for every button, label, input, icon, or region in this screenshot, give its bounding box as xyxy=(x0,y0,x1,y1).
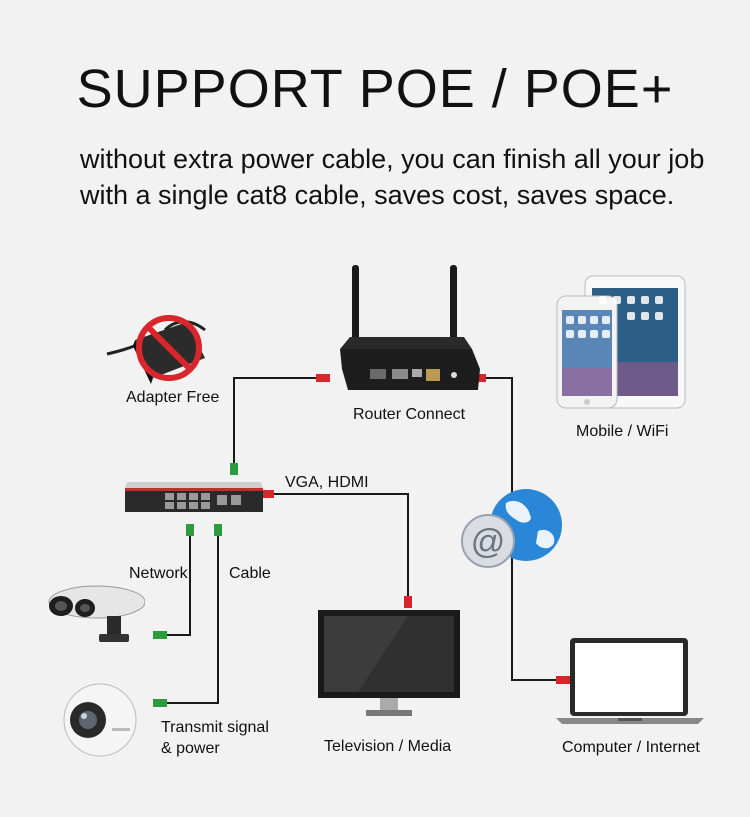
poe-switch-icon xyxy=(125,482,263,512)
label-computer-internet: Computer / Internet xyxy=(562,739,700,756)
subtitle-line-1: without extra power cable, you can finis… xyxy=(80,144,705,174)
green-plug xyxy=(186,524,194,536)
360-camera-icon xyxy=(63,683,137,757)
green-plug xyxy=(153,699,167,707)
label-transmit-signal: Transmit signal xyxy=(161,719,269,736)
router-icon xyxy=(340,265,480,390)
wire-360-camera xyxy=(165,528,219,704)
page-title: SUPPORT POE / POE+ xyxy=(76,59,674,119)
wire-switch-router xyxy=(233,377,320,470)
label-vga-hdmi: VGA, HDMI xyxy=(285,474,369,491)
laptop-icon xyxy=(556,638,704,724)
internet-globe-icon: @ xyxy=(461,489,562,568)
adapter-crossed-icon xyxy=(106,315,206,384)
label-cable: Cable xyxy=(229,565,271,582)
red-plug xyxy=(404,596,412,608)
mobile-devices-icon xyxy=(556,275,686,409)
label-router-connect: Router Connect xyxy=(353,406,466,423)
label-adapter-free: Adapter Free xyxy=(126,389,220,406)
red-plug xyxy=(260,490,274,498)
label-and-power: & power xyxy=(161,740,220,757)
green-plug xyxy=(214,524,222,536)
svg-text:@: @ xyxy=(471,523,506,561)
television-icon xyxy=(318,610,460,716)
red-plug xyxy=(316,374,330,382)
red-plug xyxy=(556,676,570,684)
wire-switch-tv xyxy=(268,493,409,598)
subtitle-line-2: with a single cat8 cable, saves cost, sa… xyxy=(80,180,675,210)
label-television-media: Television / Media xyxy=(324,738,452,755)
label-network: Network xyxy=(129,565,188,582)
wire-network-camera xyxy=(165,528,191,636)
label-mobile-wifi: Mobile / WiFi xyxy=(576,423,669,440)
network-camera-icon xyxy=(48,585,145,642)
green-plug xyxy=(153,631,167,639)
green-plug xyxy=(230,463,238,475)
